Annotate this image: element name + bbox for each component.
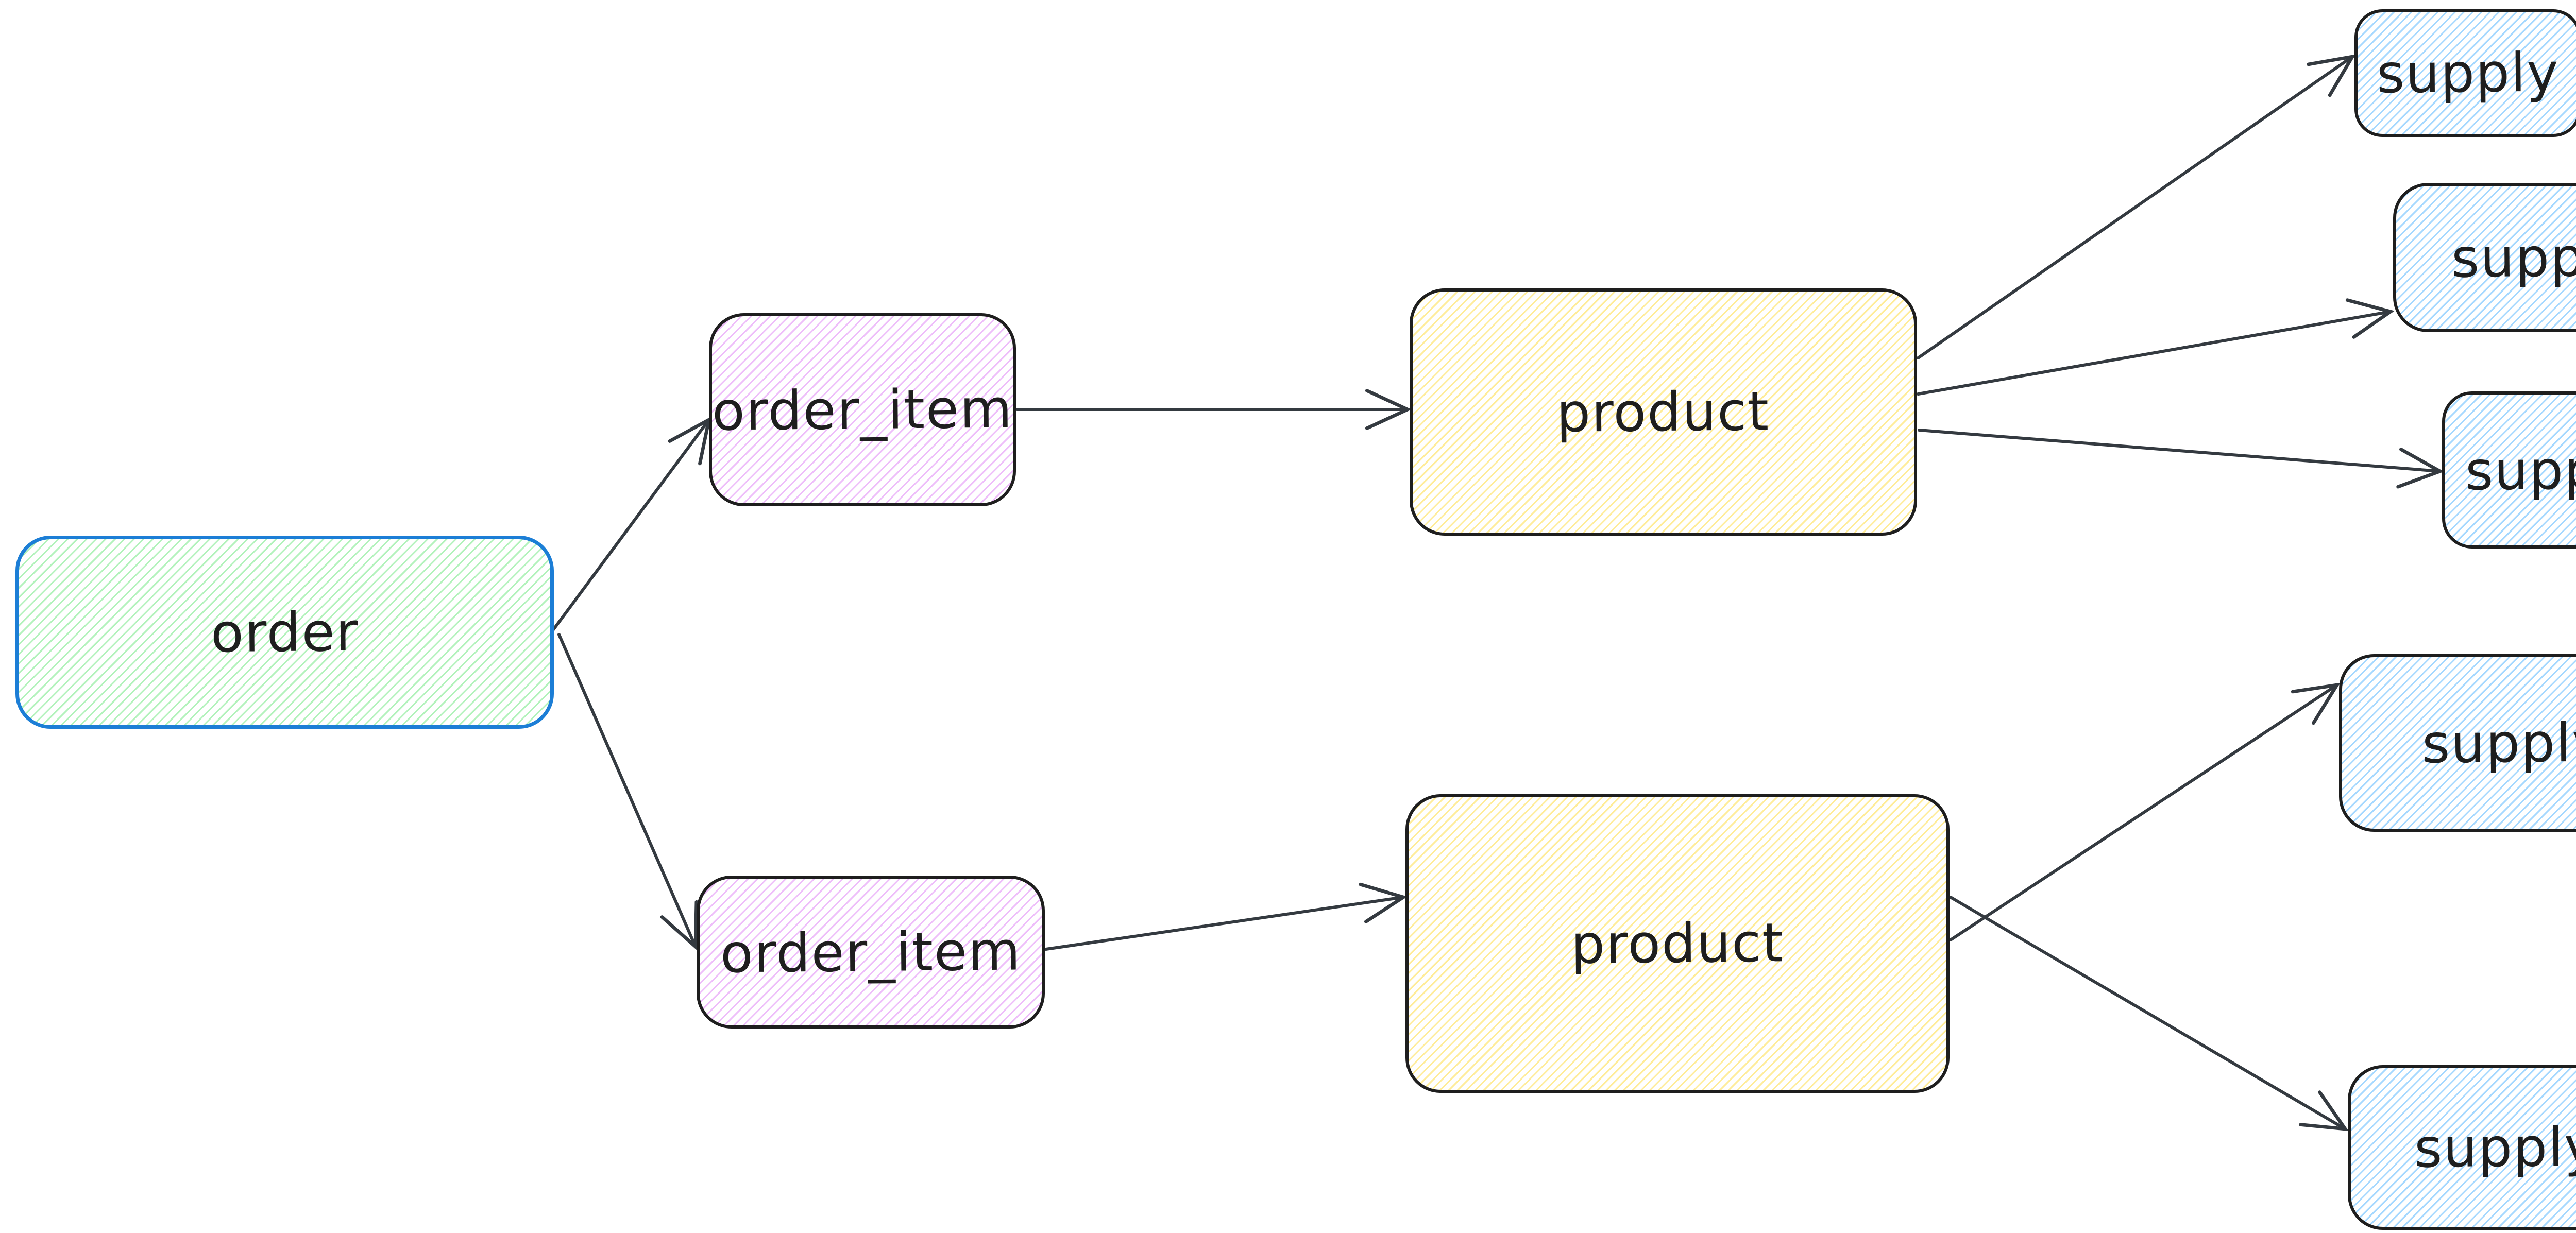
node-supply-5: supply: [2348, 1065, 2576, 1230]
node-supply-5-label: supply: [2414, 1115, 2576, 1180]
arrow-order-item-bottom-to-product-bottom: [1044, 897, 1403, 951]
arrow-order-to-order-item-top: [550, 420, 709, 634]
node-order-item-bottom: order_item: [697, 876, 1045, 1029]
arrow-product-top-to-supply-3: [1918, 429, 2440, 471]
node-order-item-top-label: order_item: [711, 376, 1013, 443]
node-supply-2: supply: [2393, 183, 2576, 332]
node-supply-3-label: supply: [2465, 437, 2576, 503]
arrow-product-bottom-to-supply-4: [1949, 685, 2337, 941]
arrow-product-bottom-to-supply-5: [1949, 896, 2345, 1129]
node-order-item-top: order_item: [709, 313, 1016, 506]
node-supply-2-label: supply: [2451, 225, 2576, 290]
node-order-item-bottom-label: order_item: [720, 919, 1022, 985]
node-supply-1: supply: [2354, 9, 2576, 137]
node-order-label: order: [210, 600, 359, 664]
node-product-bottom: product: [1405, 794, 1950, 1093]
node-supply-4: supply: [2339, 654, 2576, 832]
arrow-product-top-to-supply-2: [1917, 312, 2391, 396]
arrow-order-to-order-item-bottom: [557, 633, 696, 947]
node-supply-4-label: supply: [2421, 710, 2576, 776]
arrow-product-top-to-supply-1: [1917, 57, 2352, 359]
node-product-bottom-label: product: [1570, 911, 1785, 976]
node-supply-3: supply: [2442, 391, 2576, 549]
node-product-top: product: [1410, 288, 1917, 536]
node-product-top-label: product: [1556, 380, 1771, 444]
node-supply-1-label: supply: [2376, 41, 2560, 106]
node-order: order: [15, 536, 554, 729]
